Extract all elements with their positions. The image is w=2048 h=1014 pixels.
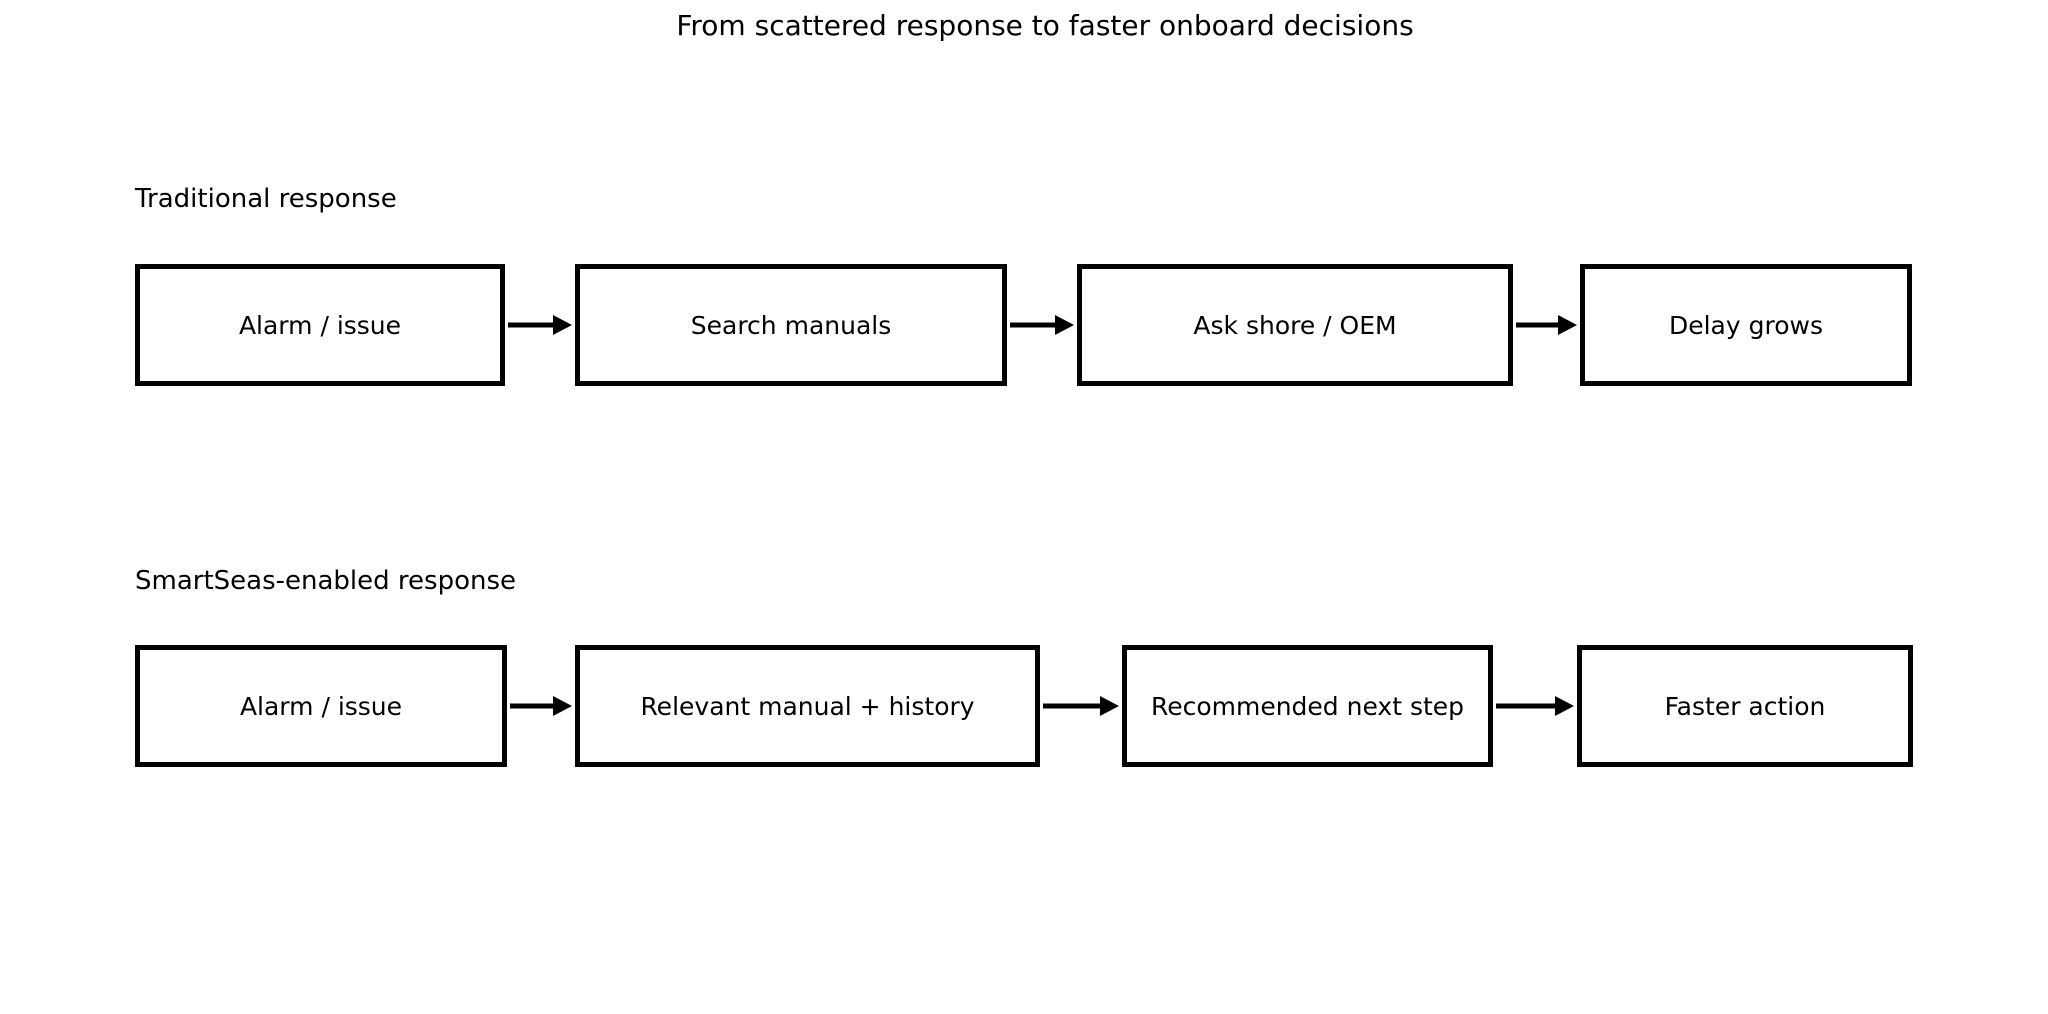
flow1-step2-label: Search manuals	[690, 310, 892, 340]
flow2-step1-box: Alarm / issue	[135, 645, 507, 767]
flow2-step2-label: Relevant manual + history	[640, 691, 975, 721]
flow1-step4-label: Delay grows	[1668, 310, 1823, 340]
arrow-right-icon	[510, 696, 572, 716]
arrow-shaft	[1496, 703, 1559, 709]
flow1-step1-label: Alarm / issue	[238, 310, 402, 340]
arrow-shaft	[1043, 703, 1104, 709]
arrow-right-icon	[1496, 696, 1574, 716]
arrow-right-icon	[1516, 315, 1577, 335]
arrow-shaft	[1010, 322, 1059, 328]
arrow-head	[1558, 315, 1577, 335]
arrow-head	[1100, 696, 1119, 716]
flow1-step1-box: Alarm / issue	[135, 264, 505, 386]
flow2-step4-box: Faster action	[1577, 645, 1913, 767]
flow2-step2-box: Relevant manual + history	[575, 645, 1040, 767]
arrow-shaft	[510, 703, 557, 709]
flow2-step3-label: Recommended next step	[1150, 691, 1465, 721]
flow-traditional-label: Traditional response	[135, 184, 397, 214]
flow1-step3-box: Ask shore / OEM	[1077, 264, 1513, 386]
arrow-right-icon	[1010, 315, 1074, 335]
arrow-right-icon	[1043, 696, 1119, 716]
flow2-step3-box: Recommended next step	[1122, 645, 1493, 767]
arrow-right-icon	[508, 315, 572, 335]
flow1-step2-box: Search manuals	[575, 264, 1007, 386]
arrow-shaft	[508, 322, 557, 328]
arrow-head	[553, 315, 572, 335]
arrow-shaft	[1516, 322, 1562, 328]
diagram-title: From scattered response to faster onboar…	[676, 9, 1414, 42]
arrow-head	[1555, 696, 1574, 716]
arrow-head	[1055, 315, 1074, 335]
flow1-step3-label: Ask shore / OEM	[1193, 310, 1397, 340]
flow2-step4-label: Faster action	[1664, 691, 1826, 721]
flow1-step4-box: Delay grows	[1580, 264, 1912, 386]
flow-smartseas-label: SmartSeas-enabled response	[135, 566, 516, 596]
flow2-step1-label: Alarm / issue	[239, 691, 403, 721]
arrow-head	[553, 696, 572, 716]
